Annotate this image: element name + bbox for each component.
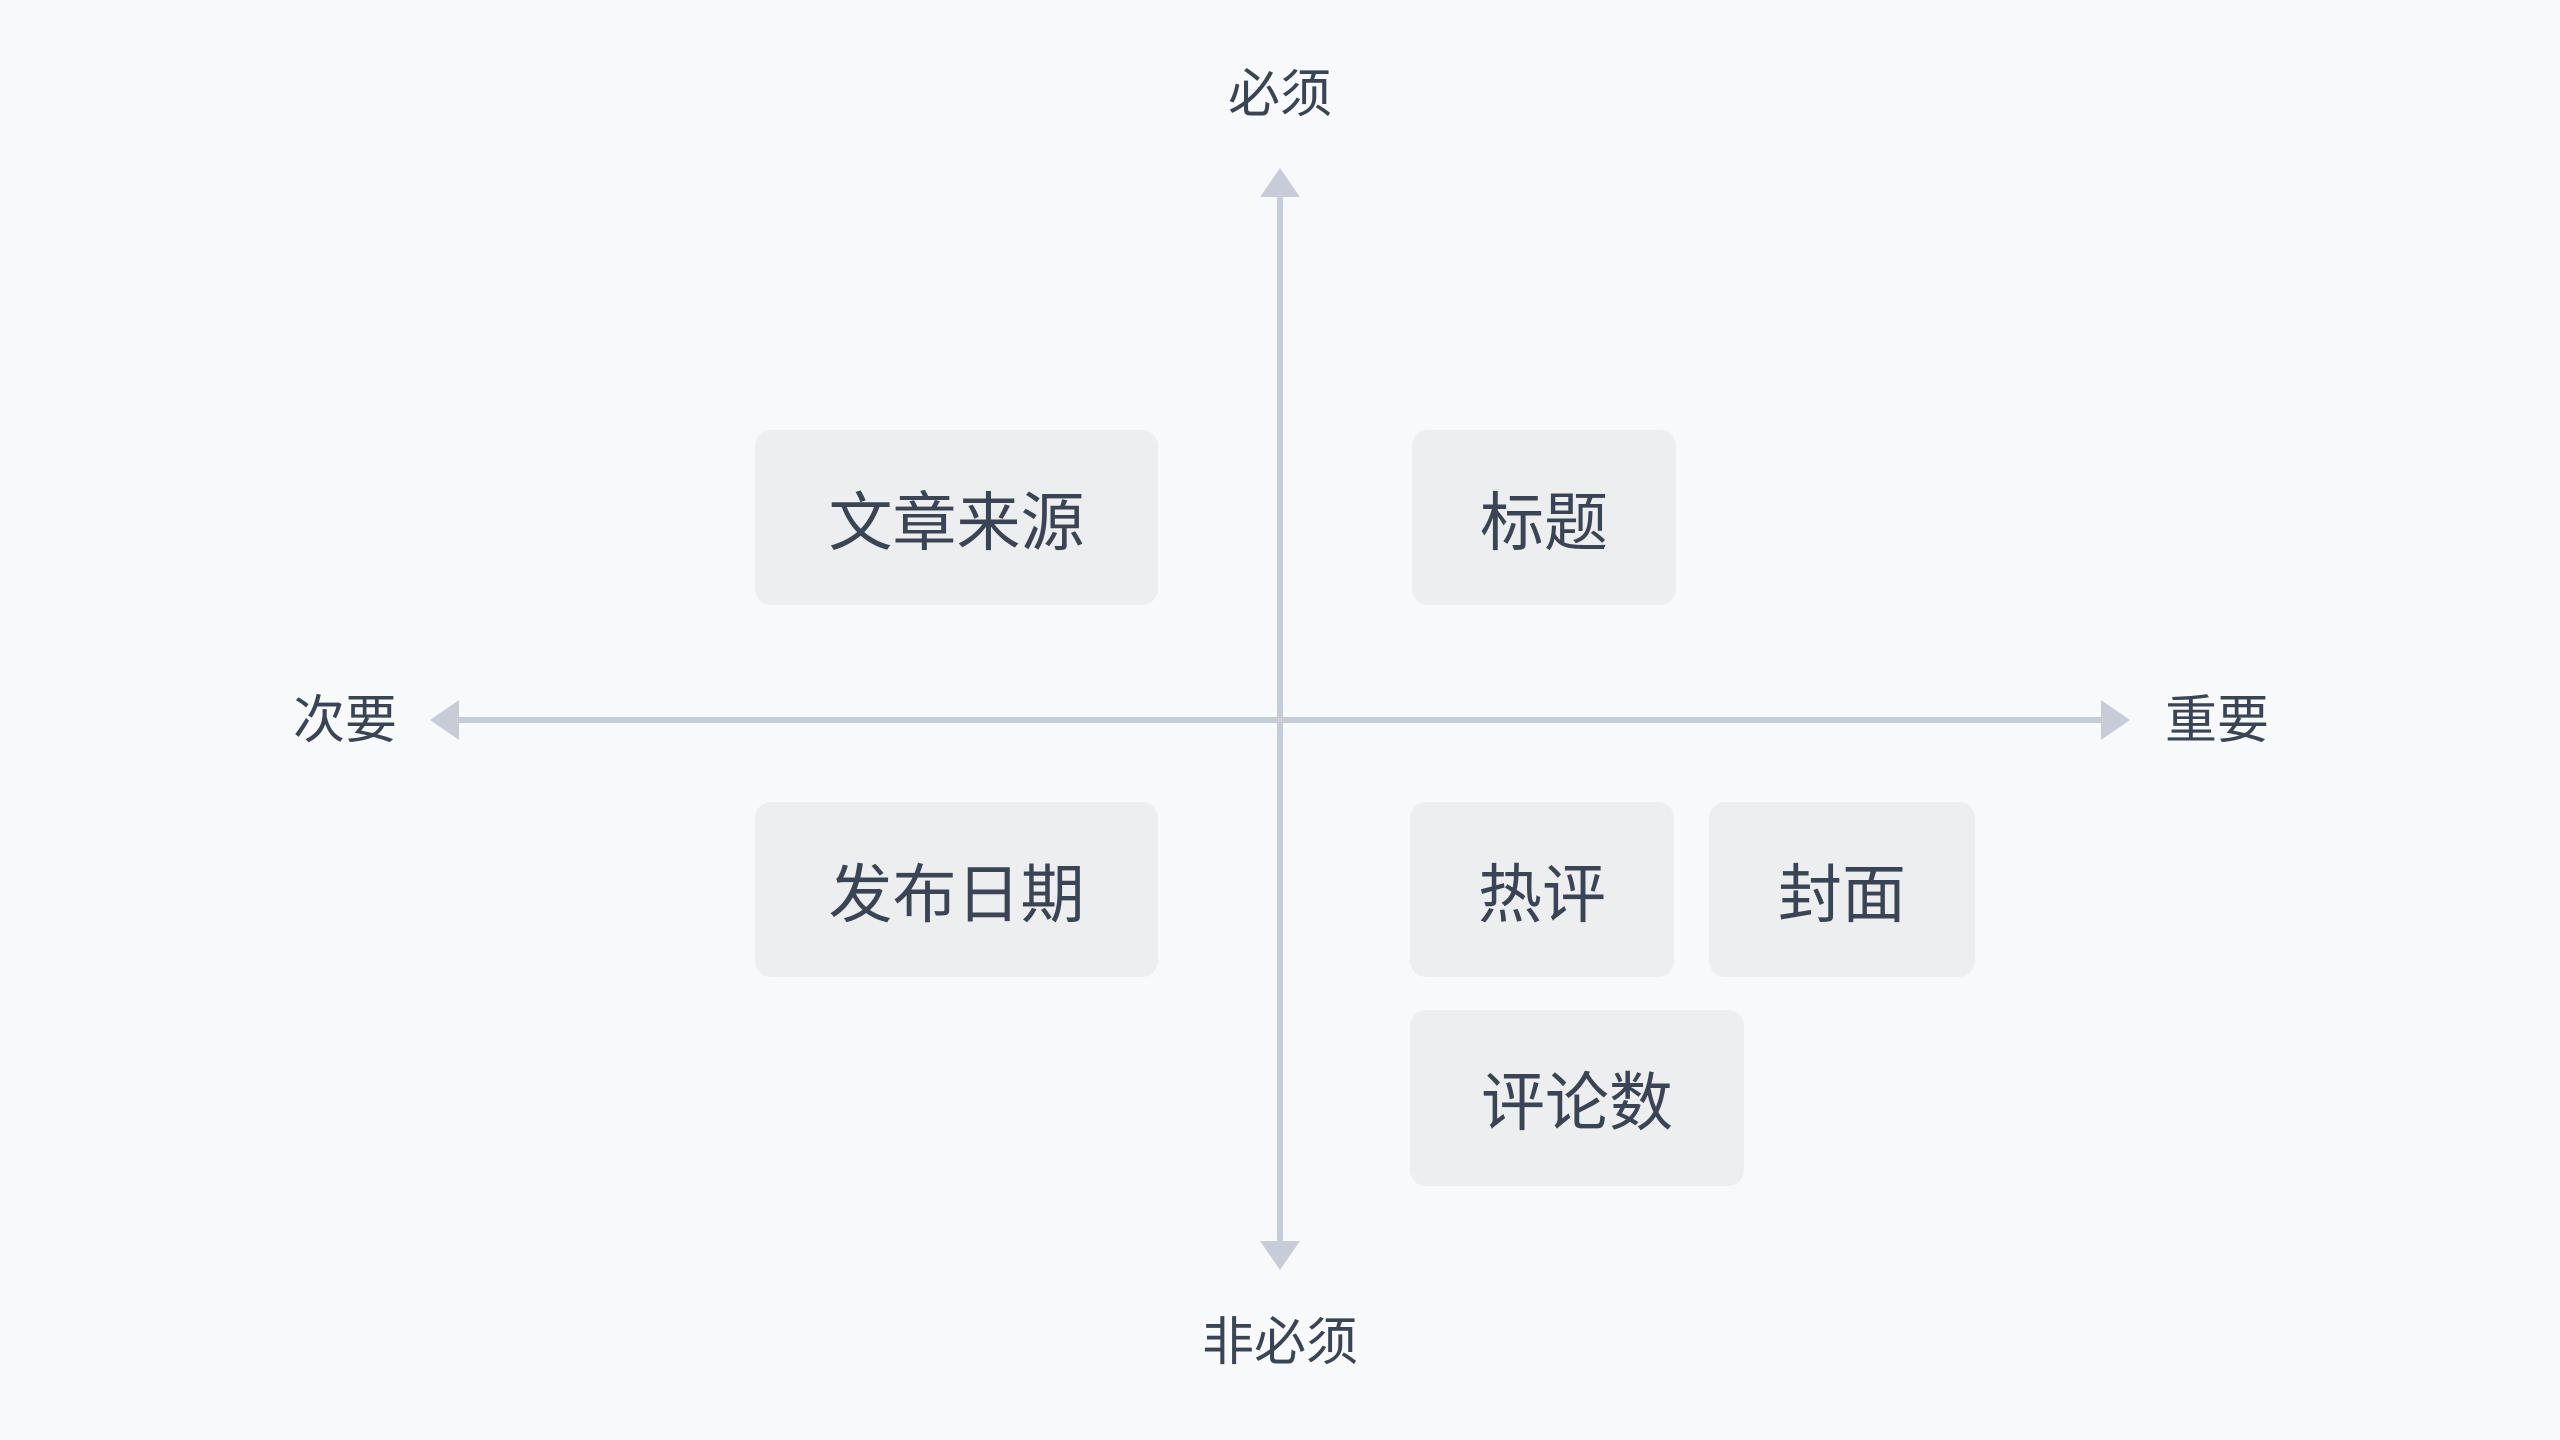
node-hot-comments: 热评 xyxy=(1410,802,1674,977)
node-title: 标题 xyxy=(1412,430,1676,605)
arrow-down-icon xyxy=(1260,1241,1300,1270)
arrow-right-icon xyxy=(2101,700,2130,740)
node-article-source: 文章来源 xyxy=(755,430,1158,605)
node-cover: 封面 xyxy=(1709,802,1975,977)
axis-label-left: 次要 xyxy=(292,692,397,750)
arrow-up-icon xyxy=(1260,168,1300,197)
arrow-left-icon xyxy=(430,700,459,740)
node-publish-date: 发布日期 xyxy=(755,802,1158,977)
axis-label-bottom: 非必须 xyxy=(1201,1314,1358,1372)
axis-label-right: 重要 xyxy=(2165,692,2270,750)
axis-label-top: 必须 xyxy=(1227,66,1332,124)
node-comment-count: 评论数 xyxy=(1410,1010,1744,1186)
